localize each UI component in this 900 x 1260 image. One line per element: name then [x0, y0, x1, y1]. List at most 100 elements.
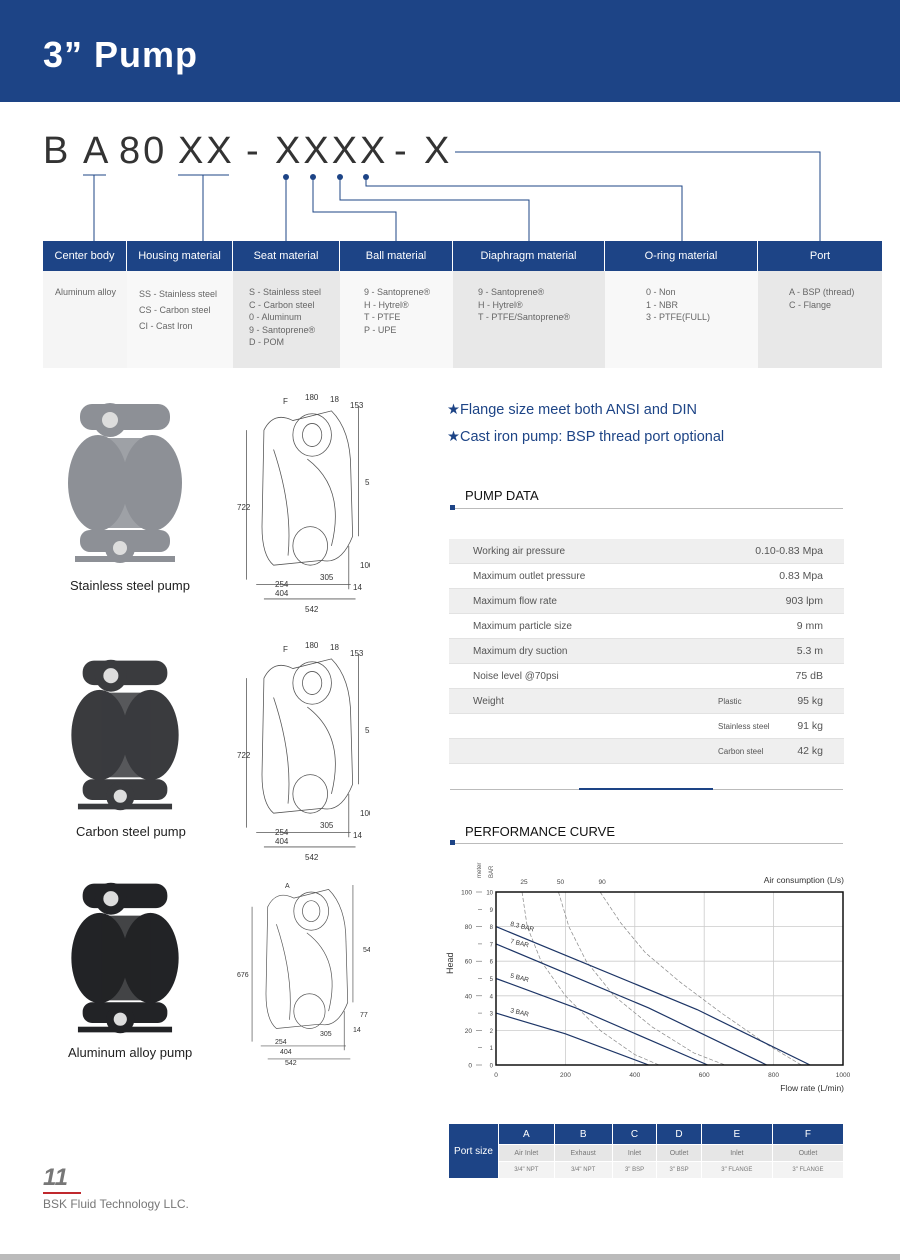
text: A	[498, 1123, 555, 1145]
y-unit-right: BAR	[489, 865, 495, 878]
text: Ball material	[340, 241, 453, 271]
text: Housing material	[127, 241, 233, 271]
dim-label: 18	[330, 643, 339, 652]
text: 9 mm	[796, 620, 823, 632]
text: Outlet	[656, 1144, 702, 1162]
text: 95 kg	[797, 695, 823, 707]
text: C	[611, 1123, 658, 1145]
dim-label: 153	[350, 401, 364, 410]
text: Weight	[473, 695, 504, 707]
text: 903 lpm	[785, 595, 823, 607]
performance-heading: PERFORMANCE CURVE	[465, 824, 616, 839]
head-curve	[495, 926, 811, 1066]
text: 3 - PTFE(FULL)	[646, 312, 711, 322]
company-name: BSK Fluid Technology LLC.	[43, 1197, 189, 1211]
divider-accent	[579, 788, 713, 790]
code-connector-lines	[83, 151, 821, 241]
text: Exhaust	[553, 1144, 613, 1162]
text: T - PTFE/Santoprene®	[478, 312, 571, 322]
text: SS - Stainless steel	[139, 289, 218, 299]
bar-tick-label: 6	[490, 960, 494, 966]
dim-label: 305	[320, 821, 334, 830]
page-title: 3” Pump	[43, 34, 199, 75]
dim-label: 77	[360, 1012, 368, 1019]
text: Inlet	[700, 1144, 773, 1162]
table-row: Maximum outlet pressure 0.83 Mpa	[449, 564, 844, 589]
dim-label: 14	[353, 831, 362, 840]
bar-tick-label: 9	[490, 908, 494, 914]
text: 0.83 Mpa	[779, 570, 823, 582]
text: Stainless steel	[718, 721, 770, 731]
text: 9 - Santoprene®	[249, 324, 316, 335]
text: CS - Carbon steel	[139, 305, 211, 315]
dim-label: 542	[305, 853, 319, 862]
spec-housing: Housing material SS - Stainless steel CS -…	[127, 241, 233, 368]
bar-tick-label: 7	[490, 942, 494, 948]
text: 91 kg	[797, 720, 823, 732]
text: 3/4" NPT	[498, 1161, 555, 1179]
bar-tick-label: 1	[490, 1046, 494, 1052]
dim-label: 14	[353, 1027, 361, 1034]
text: Port	[758, 241, 882, 271]
text: T - PTFE	[364, 312, 401, 322]
air-curve	[599, 891, 802, 1066]
code-housing: XX	[178, 130, 235, 172]
head-curve	[495, 1012, 649, 1066]
dim-label: 722	[237, 751, 251, 760]
dim-label: 722	[237, 503, 251, 512]
text: D	[656, 1123, 702, 1145]
dim-label: 180	[305, 393, 319, 402]
text: C - Carbon steel	[249, 299, 315, 310]
divider	[450, 505, 843, 510]
header-band	[0, 0, 900, 102]
air-curve	[558, 891, 726, 1066]
dim-label: F	[283, 645, 288, 654]
dim-label: 153	[350, 649, 364, 658]
text: Maximum outlet pressure	[473, 570, 586, 582]
head-curve-label: 7 BAR	[510, 938, 530, 949]
dim-label: 522	[365, 726, 370, 735]
text: 9 - Santoprene®	[478, 287, 545, 297]
code-80: 80	[119, 130, 168, 172]
x-tick-label: 200	[560, 1072, 571, 1079]
dim-label: 404	[275, 589, 289, 598]
head-curve-label: 3 BAR	[510, 1007, 530, 1018]
aluminum-alloy-pump-drawing: A 542 676 254 404 542 305 14 77	[237, 883, 370, 1067]
text: 5.3 m	[796, 645, 823, 657]
pump-data-heading: PUMP DATA	[465, 488, 539, 503]
text: 3" BSP	[611, 1161, 658, 1179]
head-curve	[495, 977, 708, 1066]
dim-label: 18	[330, 395, 339, 404]
page-number: 11	[43, 1164, 68, 1191]
port-size-label: Port size	[448, 1123, 499, 1179]
text: Outlet	[771, 1144, 845, 1162]
dim-label: 254	[275, 828, 289, 837]
y-tick-label: 80	[465, 924, 473, 931]
head-curve-label: 8.3 BAR	[510, 921, 535, 934]
y-tick-label: 100	[461, 890, 472, 897]
bottom-bar	[0, 1254, 900, 1260]
x-tick-label: 1000	[836, 1072, 850, 1079]
table-row: Stainless steel 91 kg	[449, 714, 844, 739]
text: Inlet	[611, 1144, 658, 1162]
bar-tick-label: 3	[490, 1012, 494, 1018]
dim-label: 180	[305, 641, 319, 650]
text: Maximum dry suction	[473, 645, 568, 657]
code-b: B	[43, 130, 72, 172]
text: Maximum flow rate	[473, 595, 557, 607]
text: Diaphragm material	[453, 241, 605, 271]
text: Center body	[43, 241, 127, 271]
text: S - Stainless steel	[249, 287, 322, 297]
dim-label: 100	[360, 809, 370, 818]
dim-label: 305	[320, 1031, 332, 1038]
code-materials: XXXX	[275, 130, 389, 172]
